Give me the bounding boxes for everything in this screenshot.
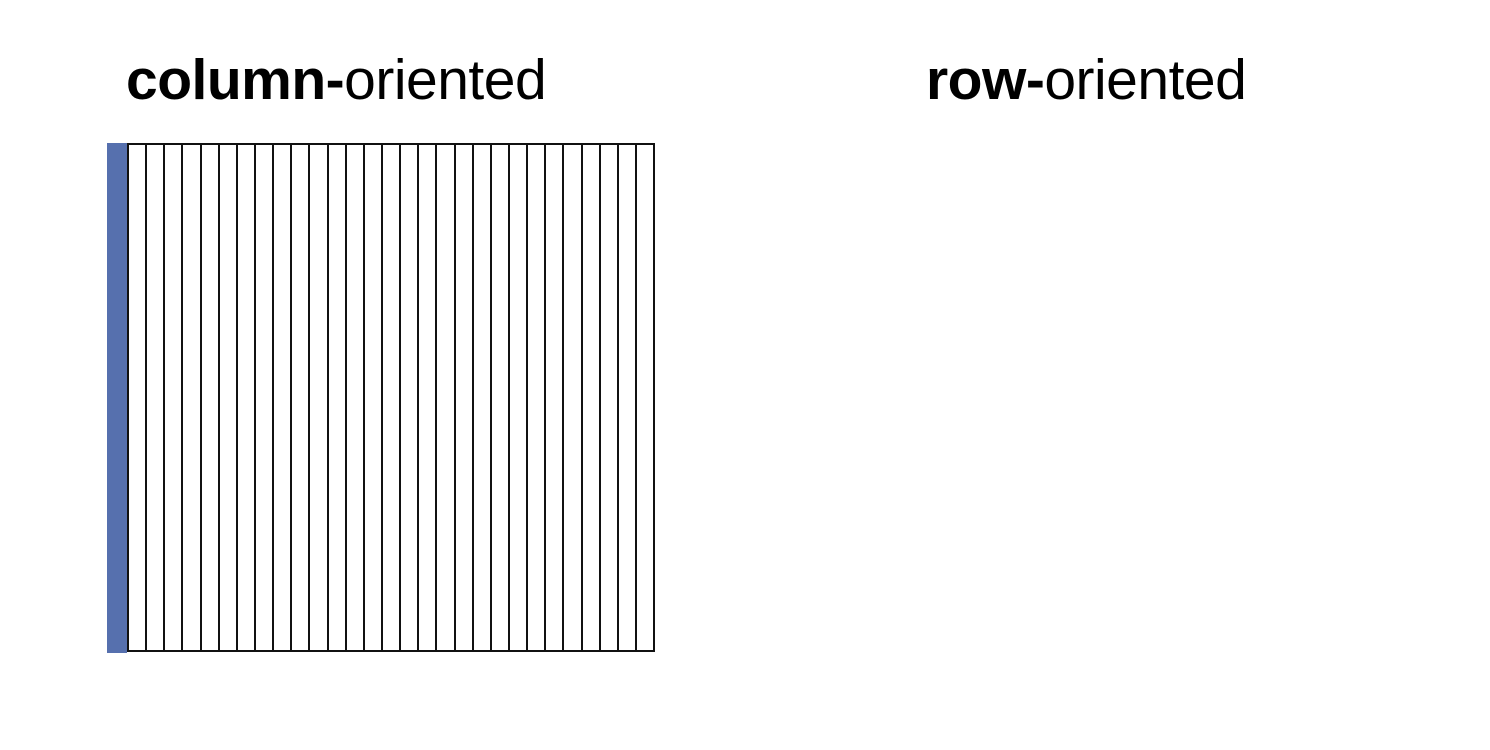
- column-cell: [217, 145, 236, 650]
- column-cell: [453, 145, 472, 650]
- column-cell: [598, 145, 617, 650]
- column-cell: [634, 145, 656, 650]
- column-cell: [272, 145, 291, 650]
- column-cell: [199, 145, 218, 650]
- column-cell: [544, 145, 563, 650]
- column-cell: [326, 145, 345, 650]
- column-cell: [127, 145, 146, 650]
- column-oriented-grid: [107, 143, 656, 653]
- column-cell: [580, 145, 599, 650]
- column-cell: [562, 145, 581, 650]
- column-cell: [253, 145, 273, 650]
- column-cell: [362, 145, 381, 650]
- row-oriented-title-regular: oriented: [1044, 48, 1247, 112]
- row-oriented-title: row-oriented: [926, 52, 1247, 109]
- column-oriented-title-bold: column-: [126, 48, 345, 112]
- column-cell: [526, 145, 545, 650]
- column-cell: [145, 145, 164, 650]
- column-cell: [380, 145, 400, 650]
- column-cell: [399, 145, 418, 650]
- column-cell: [235, 145, 254, 650]
- column-cell: [290, 145, 309, 650]
- column-cell: [308, 145, 327, 650]
- column-cell: [507, 145, 527, 650]
- column-cell: [344, 145, 363, 650]
- column-cell: [417, 145, 436, 650]
- column-cell: [471, 145, 490, 650]
- row-oriented-title-bold: row-: [926, 48, 1045, 112]
- column-cell-highlighted: [107, 143, 127, 653]
- column-cell: [489, 145, 508, 650]
- column-cell: [181, 145, 200, 650]
- column-cell: [435, 145, 454, 650]
- column-oriented-title-regular: oriented: [344, 48, 547, 112]
- column-cell: [616, 145, 635, 650]
- column-cell: [163, 145, 182, 650]
- column-oriented-title: column-oriented: [126, 52, 547, 109]
